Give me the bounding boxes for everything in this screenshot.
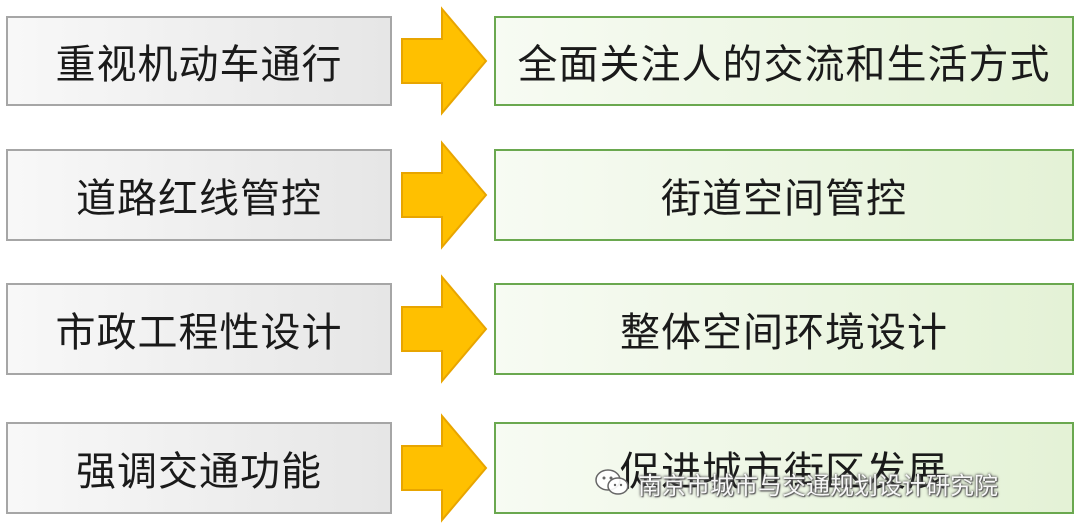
new-approach-box-2: 街道空间管控: [494, 149, 1074, 241]
new-approach-box-3: 整体空间环境设计: [494, 283, 1074, 375]
new-approach-label-3: 整体空间环境设计: [620, 310, 948, 356]
old-approach-label-3: 市政工程性设计: [55, 310, 343, 356]
watermark-text: 南京市城市与交通规划设计研究院: [638, 471, 998, 500]
old-approach-box-4: 强调交通功能: [6, 422, 392, 514]
transition-arrow-icon-1: [401, 6, 488, 116]
transition-arrow-icon-2: [401, 140, 488, 250]
transition-arrow-icon-3: [401, 274, 488, 384]
new-approach-label-4: 促进城市街区发展: [620, 449, 948, 495]
transition-arrow-icon-4: [401, 413, 488, 523]
new-approach-label-1: 全面关注人的交流和生活方式: [517, 42, 1051, 88]
wechat-icon: [595, 469, 629, 495]
old-approach-box-3: 市政工程性设计: [6, 283, 392, 375]
new-approach-box-4: 促进城市街区发展: [494, 422, 1074, 514]
old-approach-label-2: 道路红线管控: [76, 176, 322, 222]
old-approach-label-1: 重视机动车通行: [55, 42, 343, 88]
old-approach-label-4: 强调交通功能: [76, 449, 322, 495]
old-approach-box-1: 重视机动车通行: [6, 16, 392, 106]
new-approach-box-1: 全面关注人的交流和生活方式: [494, 16, 1074, 106]
new-approach-label-2: 街道空间管控: [661, 176, 907, 222]
old-approach-box-2: 道路红线管控: [6, 149, 392, 241]
watermark: 南京市城市与交通规划设计研究院: [594, 466, 998, 500]
